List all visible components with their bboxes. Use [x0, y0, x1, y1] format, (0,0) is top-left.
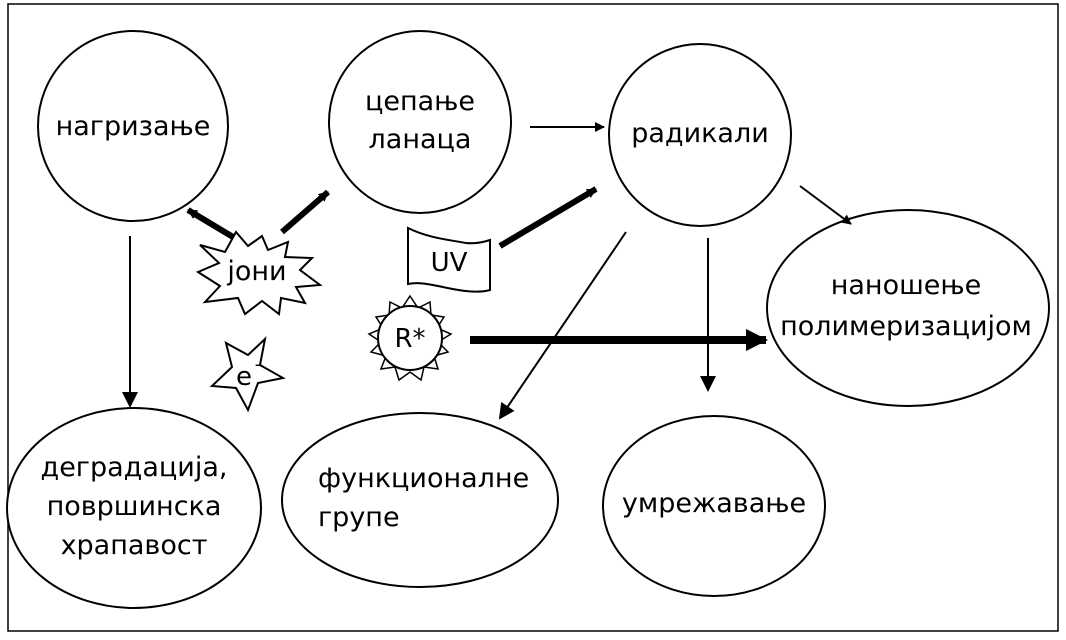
node-chain-scission-label-2: ланаца — [369, 124, 472, 155]
ions-burst: јони — [195, 230, 323, 316]
node-plasma-polymerization-label-1: наношење — [831, 270, 982, 301]
excited-species-label: R* — [394, 324, 425, 354]
node-degradation-label-3: храпавост — [61, 530, 208, 561]
diagram-border — [7, 3, 1059, 632]
arrow-uv-to-radicals — [498, 186, 598, 249]
electron-charge-label: - — [255, 354, 262, 375]
node-plasma-polymerization-label-2: полимеризацијом — [780, 311, 1032, 342]
electron-label: e — [236, 362, 252, 392]
arrow-ions-to-scission — [280, 189, 330, 235]
node-etching: нагризање — [37, 30, 229, 222]
node-degradation-label-1: деградација, — [41, 452, 228, 483]
uv-flag: UV — [407, 226, 491, 293]
arrow-radicals-to-polymerization — [799, 185, 852, 225]
arrow-radicals-to-functional-groups — [498, 231, 627, 420]
node-radicals-label: радикали — [631, 118, 769, 149]
ions-label: јони — [226, 256, 286, 287]
node-degradation-label-2: површинска — [47, 491, 222, 522]
node-crosslinking-label: умрежавање — [622, 488, 806, 519]
node-radicals: радикали — [608, 43, 792, 227]
node-functional-groups-label-1: функционалне — [318, 463, 529, 494]
node-etching-label: нагризање — [56, 111, 211, 142]
node-functional-groups: функционалне групе — [281, 412, 559, 588]
node-functional-groups-label-2: групе — [318, 502, 400, 533]
node-degradation: деградација, површинска храпавост — [6, 407, 262, 609]
node-crosslinking: умрежавање — [602, 415, 826, 597]
excited-species-sun: R* — [367, 294, 453, 382]
electron-star: e - — [209, 336, 286, 413]
node-plasma-polymerization: наношење полимеризацијом — [766, 209, 1050, 407]
node-chain-scission-label-1: цепање — [365, 86, 475, 117]
uv-label: UV — [431, 248, 468, 278]
node-chain-scission: цепање ланаца — [328, 30, 512, 214]
